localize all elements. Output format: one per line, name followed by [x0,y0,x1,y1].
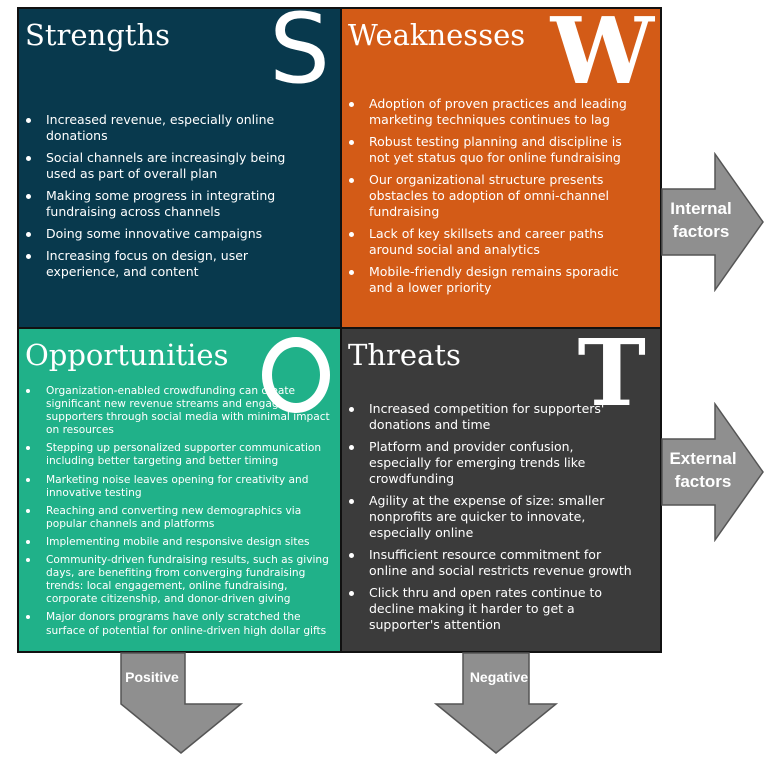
list-item: Platform and provider confusion, especia… [344,439,638,487]
internal-label-line2: factors [672,222,730,241]
list-item: Lack of key skillsets and career paths a… [344,226,632,258]
strengths-letter: S [269,0,330,105]
threats-quadrant: Threats T Increased competition for supp… [340,327,662,653]
list-item: Insufficient resource commitment for onl… [344,547,638,579]
list-item: Agility at the expense of size: smaller … [344,493,638,541]
threats-letter: T [577,319,646,427]
strengths-title: Strengths [25,18,170,52]
list-item: Our organizational structure presents ob… [344,172,632,220]
negative-arrow-icon [433,652,559,754]
list-item: Community-driven fundraising results, su… [21,554,334,606]
list-item: Mobile-friendly design remains sporadic … [344,264,632,296]
weaknesses-list: Adoption of proven practices and leading… [344,96,632,302]
list-item: Marketing noise leaves opening for creat… [21,474,334,500]
external-factors-label: External factors [663,447,743,493]
list-item: Major donors programs have only scratche… [21,611,334,637]
list-item: Making some progress in integrating fund… [21,188,316,220]
weaknesses-letter: W [550,0,654,105]
threats-list: Increased competition for supporters' do… [344,401,638,639]
list-item: Doing some innovative campaigns [21,226,316,242]
weaknesses-quadrant: Weaknesses W Adoption of proven practice… [340,0,662,329]
list-item: Adoption of proven practices and leading… [344,96,632,128]
internal-label-line1: Internal [670,199,732,218]
list-item: Social channels are increasingly being u… [21,150,316,182]
list-item: Organization-enabled crowdfunding can cr… [21,385,334,437]
list-item: Implementing mobile and responsive desig… [21,536,334,549]
weaknesses-title: Weaknesses [348,18,526,52]
threats-title: Threats [348,338,461,372]
opportunities-list: Organization-enabled crowdfunding can cr… [21,385,334,643]
strengths-quadrant: Strengths S Increased revenue, especiall… [17,1,342,329]
strengths-list: Increased revenue, especially online don… [21,112,316,286]
list-item: Robust testing planning and discipline i… [344,134,632,166]
internal-factors-arrow-icon [661,152,764,292]
external-factors-arrow-icon [661,402,764,542]
opportunities-letter-o-icon [262,337,330,413]
internal-factors-label: Internal factors [661,197,741,243]
external-label-line2: factors [674,472,732,491]
positive-arrow-icon [120,652,244,754]
list-item: Increasing focus on design, user experie… [21,248,316,280]
opportunities-title: Opportunities [25,338,229,372]
negative-label: Negative [469,669,529,685]
list-item: Stepping up personalized supporter commu… [21,442,334,468]
list-item: Increased competition for supporters' do… [344,401,638,433]
list-item: Click thru and open rates continue to de… [344,585,638,633]
opportunities-quadrant: Opportunities Organization-enabled crowd… [17,327,342,653]
list-item: Increased revenue, especially online don… [21,112,316,144]
external-label-line1: External [669,449,737,468]
positive-label: Positive [125,669,179,685]
list-item: Reaching and converting new demographics… [21,505,334,531]
